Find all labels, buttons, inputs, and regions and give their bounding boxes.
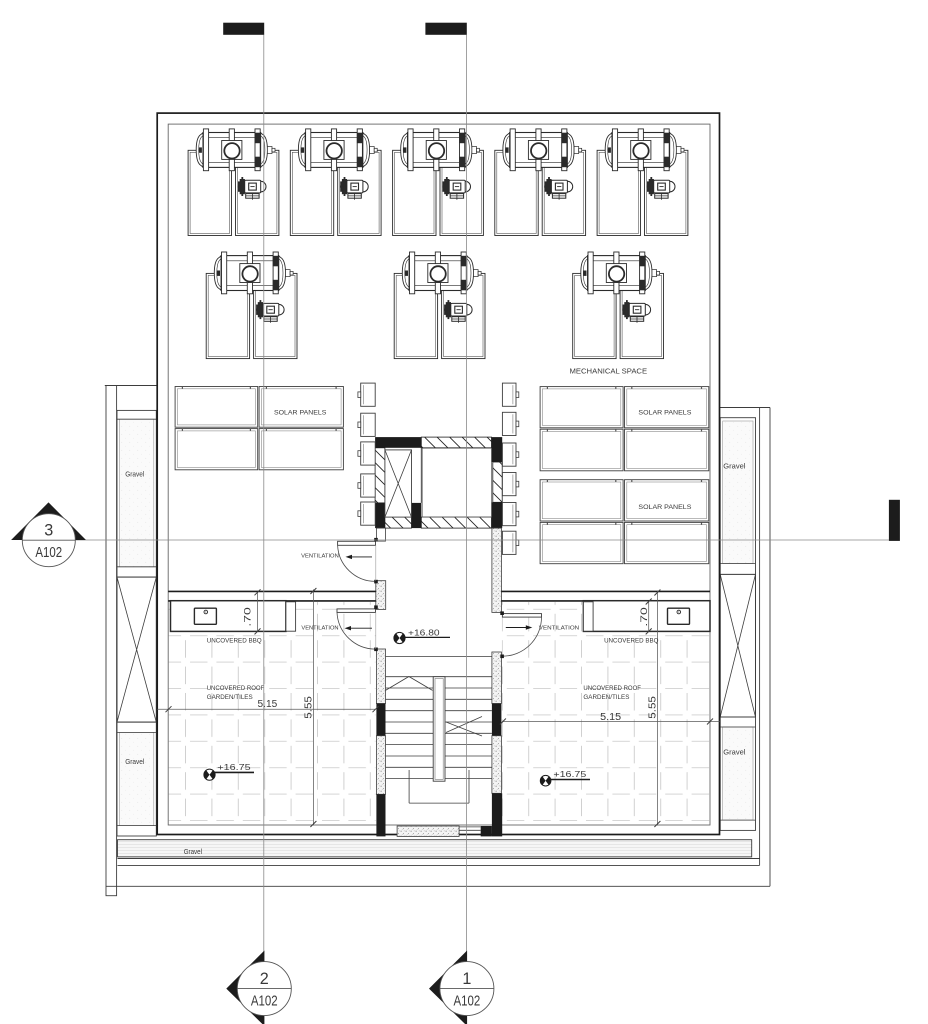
svg-text:VENTILATION: VENTILATION bbox=[301, 553, 339, 559]
svg-text:A102: A102 bbox=[251, 994, 278, 1010]
svg-text:SOLAR PANELS: SOLAR PANELS bbox=[638, 410, 691, 417]
svg-text:5.55: 5.55 bbox=[647, 696, 658, 719]
svg-text:+16.75: +16.75 bbox=[217, 763, 251, 772]
svg-text:SOLAR PANELS: SOLAR PANELS bbox=[638, 504, 691, 511]
svg-text:.70: .70 bbox=[243, 607, 254, 626]
svg-text:GARDEN/TILES: GARDEN/TILES bbox=[583, 694, 629, 701]
svg-text:5.55: 5.55 bbox=[304, 696, 315, 719]
svg-text:5.15: 5.15 bbox=[258, 699, 278, 710]
svg-text:5.15: 5.15 bbox=[600, 712, 621, 723]
svg-text:Gravel: Gravel bbox=[125, 470, 144, 479]
svg-text:3: 3 bbox=[44, 522, 53, 540]
svg-text:A102: A102 bbox=[454, 994, 481, 1010]
svg-text:SOLAR PANELS: SOLAR PANELS bbox=[274, 410, 327, 417]
svg-text:UNCOVERED ROOF: UNCOVERED ROOF bbox=[583, 685, 641, 692]
svg-text:1: 1 bbox=[462, 970, 471, 988]
svg-text:+16.80: +16.80 bbox=[408, 628, 440, 637]
svg-text:Gravel: Gravel bbox=[184, 847, 203, 856]
svg-text:UNCOVERED BBQ: UNCOVERED BBQ bbox=[207, 638, 262, 645]
svg-text:MECHANICAL SPACE: MECHANICAL SPACE bbox=[570, 366, 648, 375]
svg-text:VENTILATION: VENTILATION bbox=[301, 626, 338, 632]
svg-text:2: 2 bbox=[260, 970, 269, 988]
svg-text:.70: .70 bbox=[639, 607, 650, 626]
svg-text:Gravel: Gravel bbox=[723, 748, 746, 757]
svg-text:Gravel: Gravel bbox=[723, 462, 746, 471]
svg-text:UNCOVERED BBQ: UNCOVERED BBQ bbox=[604, 638, 658, 645]
svg-text:+16.75: +16.75 bbox=[553, 770, 586, 779]
svg-text:GARDEN/TILES: GARDEN/TILES bbox=[207, 694, 253, 701]
svg-text:Gravel: Gravel bbox=[125, 757, 145, 766]
svg-text:A102: A102 bbox=[35, 545, 62, 561]
svg-text:UNCOVERED ROOF: UNCOVERED ROOF bbox=[207, 685, 265, 692]
svg-text:VENTILATION: VENTILATION bbox=[539, 626, 580, 632]
